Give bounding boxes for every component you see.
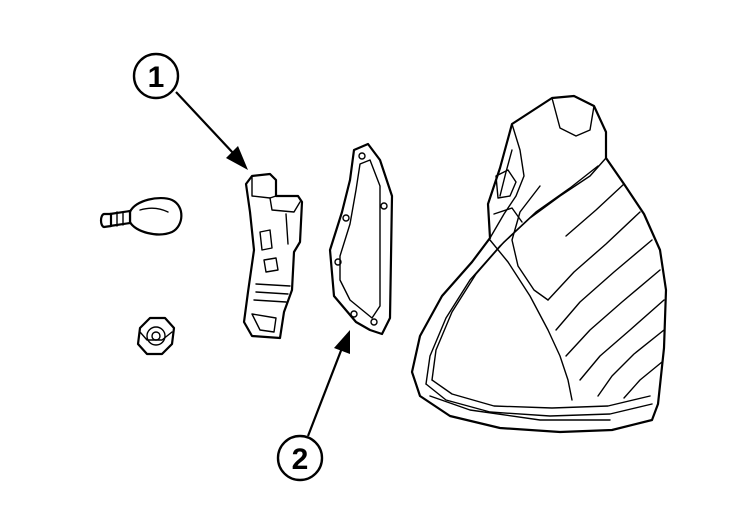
callout-2-label: 2: [292, 443, 309, 476]
nut-part: [136, 316, 176, 356]
gasket-part: [328, 142, 394, 336]
callout-1-arrowhead: [226, 146, 248, 170]
bulb-holder-part: [242, 172, 304, 340]
bulb-part: [99, 196, 183, 236]
callout-2: 2: [276, 330, 350, 482]
callout-1-leader: [175, 91, 235, 155]
callout-2-arrowhead: [334, 330, 350, 354]
callout-1: 1: [132, 52, 248, 170]
callout-1-circle: [132, 52, 180, 100]
callout-2-circle: [276, 434, 324, 482]
callout-1-label: 1: [148, 61, 165, 94]
callout-2-leader: [306, 347, 344, 437]
lamp-housing-part: [410, 94, 668, 434]
